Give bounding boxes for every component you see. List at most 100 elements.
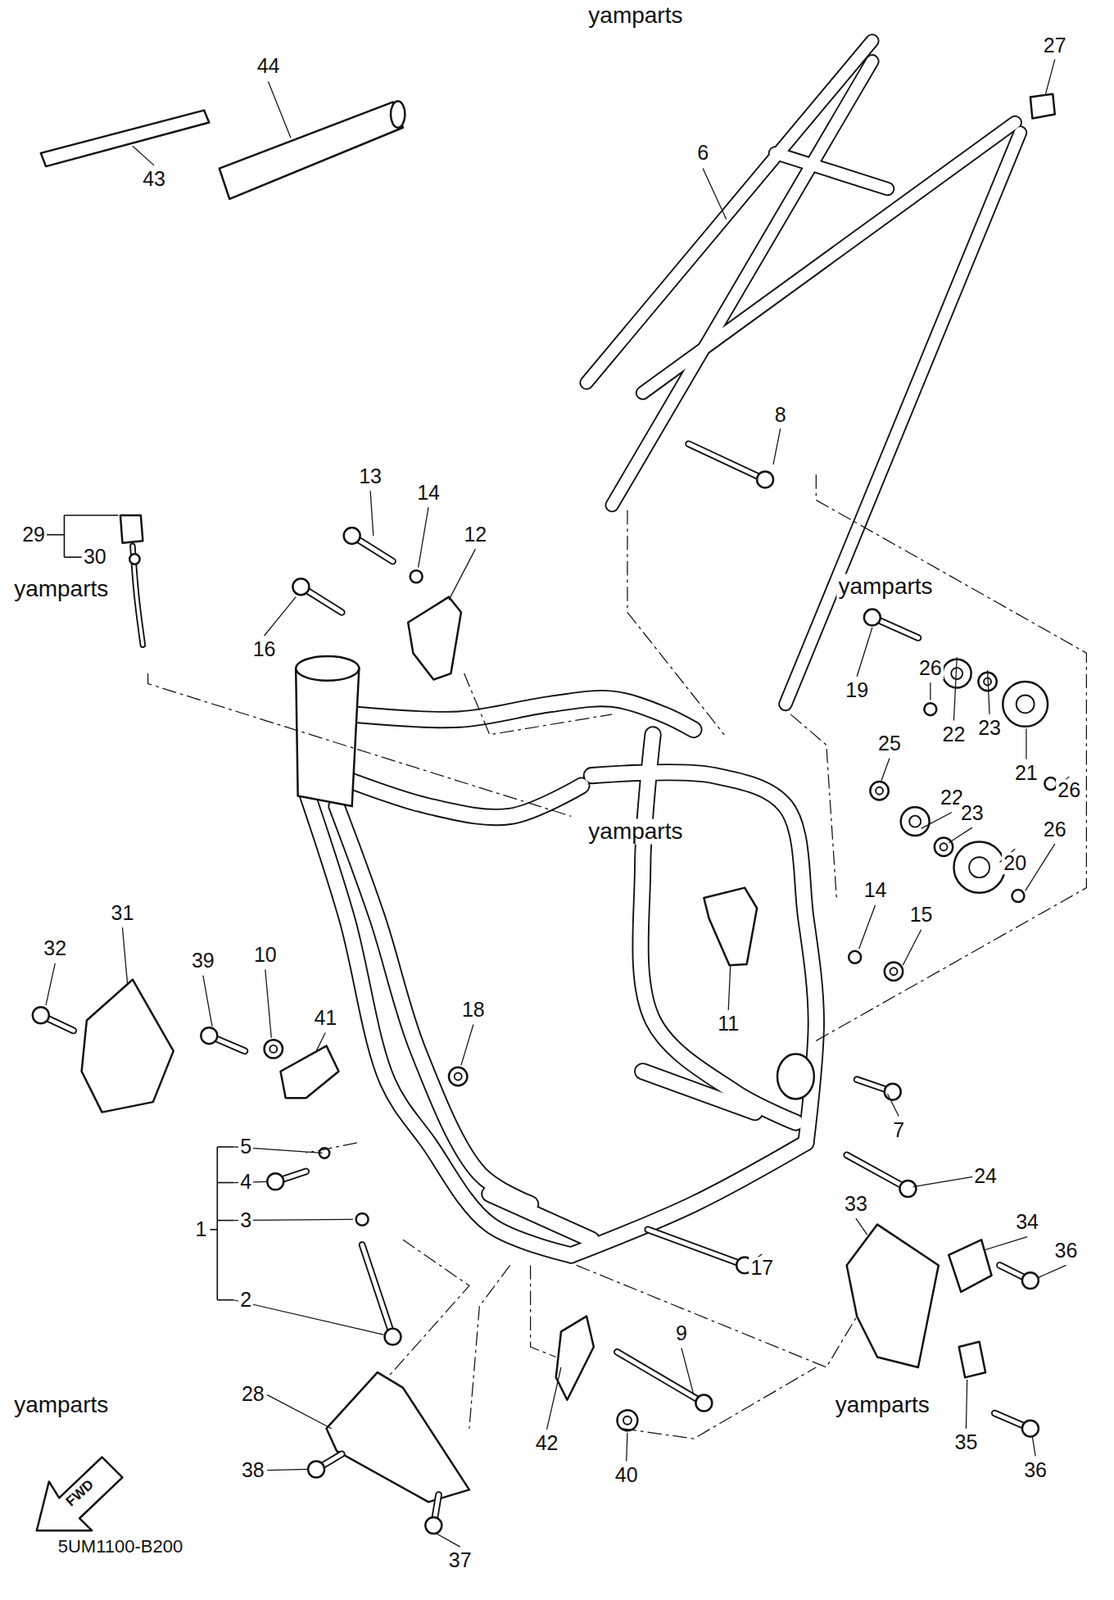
- callout-number: 24: [972, 1164, 999, 1188]
- callout-number: 35: [953, 1430, 980, 1454]
- assembly-line: [576, 1264, 857, 1368]
- frame-tube-body: [643, 1071, 756, 1113]
- leader-line: [887, 1093, 900, 1116]
- frame-tube-outline: [352, 698, 694, 730]
- bolt-head: [864, 609, 881, 626]
- callout-number: 37: [447, 1549, 474, 1573]
- callout-number: 34: [1014, 1210, 1041, 1234]
- ring-part: [356, 1213, 369, 1226]
- ring-part: [448, 1067, 467, 1086]
- callout-number: 6: [695, 141, 711, 165]
- frame-tube-body: [570, 1142, 806, 1255]
- callout-number: 28: [240, 1383, 267, 1407]
- bolt-head: [1022, 1272, 1039, 1289]
- leader-line: [984, 1236, 1028, 1250]
- bolt-shank-body: [616, 1351, 704, 1403]
- part-outline: [81, 979, 174, 1113]
- leader-line: [268, 81, 291, 138]
- part-outline: [219, 102, 404, 200]
- leader-line: [418, 507, 429, 567]
- ring-part: [410, 570, 423, 583]
- callout-number: 13: [357, 465, 384, 489]
- assembly-line: [306, 1142, 358, 1153]
- leader-line: [948, 827, 973, 843]
- callout-number: 26: [917, 656, 944, 680]
- subframe-tube-outline: [611, 61, 873, 506]
- leader-line: [773, 428, 781, 465]
- head-tube-top: [295, 656, 359, 681]
- callout-number: 19: [843, 679, 870, 702]
- leader-line: [965, 1379, 967, 1429]
- part-outline: [703, 887, 757, 966]
- callout-number: 15: [908, 903, 935, 927]
- subframe-tube-body: [611, 61, 873, 506]
- bolt-head: [899, 1180, 916, 1197]
- leader-line: [267, 1468, 308, 1470]
- callout-number: 36: [1022, 1458, 1049, 1482]
- leader-line: [626, 1432, 628, 1462]
- callout-number: 2: [238, 1288, 254, 1312]
- frame-tube-outline: [306, 790, 572, 1255]
- callout-number: 1: [193, 1218, 209, 1241]
- direction-label: FWD: [62, 1476, 99, 1511]
- group-bracket: [45, 534, 64, 536]
- callout-number: 11: [715, 1013, 741, 1037]
- bolt-shank-outline: [846, 1154, 909, 1189]
- tool-end: [390, 100, 405, 127]
- callout-number: 31: [109, 901, 136, 925]
- subframe-tube-outline: [775, 153, 888, 190]
- callout-number: 29: [20, 523, 47, 547]
- bolt-head: [756, 470, 774, 488]
- part-outline: [1030, 94, 1056, 119]
- group-bracket: [217, 1299, 234, 1301]
- group-bracket: [216, 1146, 218, 1300]
- part-outline: [280, 1046, 339, 1099]
- ring-hole: [623, 1416, 632, 1425]
- ring-hole: [950, 667, 963, 680]
- bolt-head: [292, 578, 309, 595]
- bolt-head: [307, 1461, 325, 1478]
- leader-line: [122, 927, 127, 985]
- callout-number: 26: [1055, 778, 1083, 802]
- ring-hole: [909, 815, 921, 828]
- leader-line: [233, 1299, 384, 1335]
- frame-tube-body: [336, 775, 582, 818]
- callout-number: 14: [415, 481, 442, 505]
- ring-part: [934, 837, 953, 856]
- callout-number: 18: [460, 998, 487, 1022]
- ring-hole: [890, 967, 898, 975]
- leader-line: [921, 811, 952, 829]
- ring-part: [129, 553, 140, 564]
- leader-line: [265, 969, 272, 1038]
- bolt-head: [1022, 1420, 1039, 1437]
- bolt-shank-outline: [647, 1229, 745, 1266]
- bolt-shank-outline: [688, 443, 766, 481]
- callout-number: 22: [941, 723, 968, 747]
- callout-number: 41: [312, 1006, 339, 1030]
- leader-line: [856, 627, 873, 677]
- part-code: 5UM1100-B200: [56, 1536, 185, 1557]
- bolt-shank-body: [647, 1229, 745, 1266]
- assembly-line: [464, 673, 613, 735]
- frame-tube-body: [336, 806, 531, 1205]
- callout-number: 20: [1001, 851, 1028, 875]
- leader-line: [881, 757, 890, 780]
- frame-tube-body: [306, 790, 572, 1255]
- leader-line: [436, 1533, 461, 1547]
- frame-tube-body: [640, 734, 796, 1123]
- bolt-shank-outline: [362, 1245, 393, 1337]
- ring-part: [901, 806, 930, 836]
- assembly-line: [627, 510, 725, 735]
- callout-number: 43: [140, 167, 168, 191]
- watermark: yamparts: [12, 575, 110, 602]
- ring-part: [616, 1409, 638, 1431]
- leader-line: [267, 1394, 331, 1429]
- group-bracket: [63, 515, 66, 557]
- group-bracket: [63, 514, 118, 517]
- callout-number: 39: [190, 949, 217, 973]
- assembly-line: [530, 1264, 557, 1357]
- bolt-head: [884, 1083, 902, 1101]
- callout-number: 26: [1041, 818, 1069, 842]
- group-bracket: [217, 1145, 234, 1148]
- leader-line: [1032, 1436, 1036, 1457]
